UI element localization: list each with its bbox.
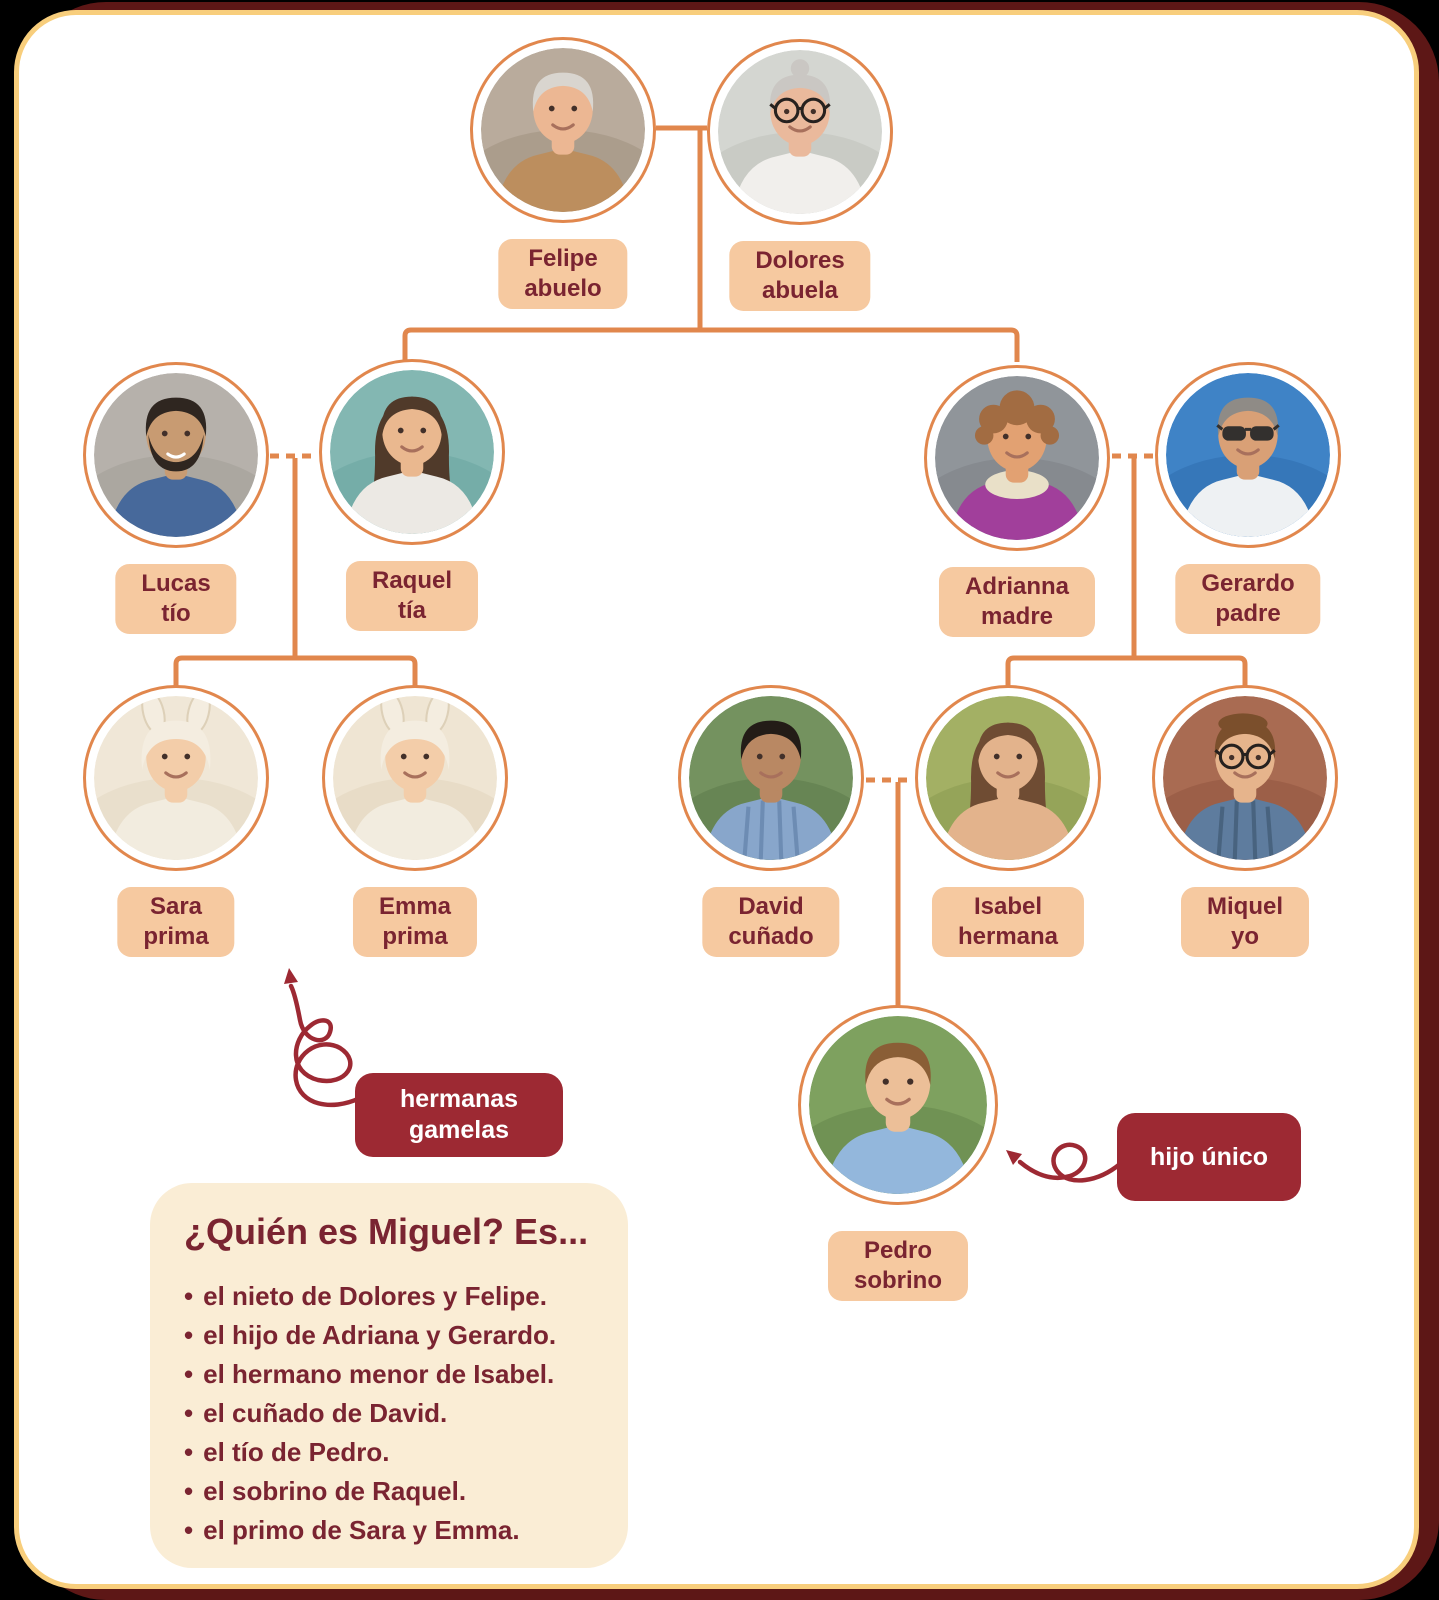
person-label-miquel: Miquel yo: [1181, 887, 1309, 957]
person-node-adrianna: [924, 365, 1110, 551]
question-bullet: •el nieto de Dolores y Felipe.: [184, 1281, 547, 1311]
connector-right-children-rail: [1005, 655, 1248, 690]
question-box: ¿Quién es Miguel? Es... •el nieto de Dol…: [150, 1183, 628, 1568]
avatar-isabel: [926, 696, 1090, 860]
person-relation: prima: [143, 923, 209, 950]
avatar-david: [689, 696, 853, 860]
only-child-curly-arrow: [1017, 1142, 1123, 1183]
person-relation: tío: [161, 600, 191, 627]
person-relation: sobrino: [854, 1267, 942, 1294]
avatar-felipe: [481, 48, 645, 212]
person-name: Miquel: [1207, 893, 1283, 920]
twins-arrowhead: [284, 968, 298, 984]
person-label-gerardo: Gerardo padre: [1175, 564, 1321, 634]
person-name: Dolores: [755, 247, 845, 274]
question-bullet: •el hermano menor de Isabel.: [184, 1359, 555, 1389]
person-relation: prima: [382, 923, 448, 950]
avatar-gerardo: [1166, 373, 1330, 537]
bullet-dot: •: [184, 1476, 194, 1506]
connector-left-children-rail: [173, 655, 418, 690]
person-label-isabel: Isabel hermana: [931, 887, 1085, 957]
question-bullet-list: •el nieto de Dolores y Felipe. •el hijo d…: [184, 1277, 594, 1550]
person-node-sara: [83, 685, 269, 871]
question-bullet: •el cuñado de David.: [184, 1398, 448, 1428]
person-label-dolores: Dolores abuela: [729, 241, 871, 311]
bullet-dot: •: [184, 1281, 194, 1311]
question-bullet: •el tío de Pedro.: [184, 1437, 390, 1467]
person-relation: madre: [980, 603, 1054, 630]
person-relation: tía: [397, 597, 427, 624]
person-label-emma: Emma prima: [352, 887, 478, 957]
bullet-dot: •: [184, 1437, 194, 1467]
person-node-david: [678, 685, 864, 871]
annotation-line: hermanas: [399, 1085, 519, 1113]
avatar-lucas: [94, 373, 258, 537]
person-label-felipe: Felipe abuelo: [498, 239, 628, 309]
person-name: Emma: [378, 893, 452, 920]
person-node-gerardo: [1155, 362, 1341, 548]
person-node-lucas: [83, 362, 269, 548]
only-child-arrowhead: [1006, 1150, 1022, 1165]
bullet-dot: •: [184, 1359, 194, 1389]
person-name: Felipe: [528, 245, 598, 272]
person-label-raquel: Raquel tía: [345, 561, 479, 631]
person-label-pedro: Pedro sobrino: [828, 1231, 968, 1301]
twins-curly-arrow: [288, 983, 363, 1108]
question-bullet: •el hijo de Adriana y Gerardo.: [184, 1320, 557, 1350]
person-node-emma: [322, 685, 508, 871]
avatar-adrianna: [935, 376, 1099, 540]
annotation-line: hijo único: [1149, 1142, 1269, 1171]
question-title: ¿Quién es Miguel? Es...: [184, 1211, 589, 1252]
person-label-david: David cuñado: [702, 887, 840, 957]
person-relation: abuelo: [524, 275, 602, 302]
person-node-raquel: [319, 359, 505, 545]
person-node-isabel: [915, 685, 1101, 871]
avatar-dolores: [718, 50, 882, 214]
person-node-dolores: [707, 39, 893, 225]
annotation-twin-sisters: hermanas gamelas: [355, 1073, 563, 1157]
question-bullet: •el sobrino de Raquel.: [184, 1476, 467, 1506]
person-name: Isabel: [973, 893, 1043, 920]
person-relation: padre: [1215, 600, 1281, 627]
person-name: David: [738, 893, 804, 920]
person-relation: yo: [1230, 923, 1259, 950]
person-name: Gerardo: [1201, 570, 1295, 597]
person-name: Raquel: [371, 567, 453, 594]
person-node-miquel: [1152, 685, 1338, 871]
person-name: Pedro: [863, 1237, 932, 1264]
question-bullet: •el primo de Sara y Emma.: [184, 1515, 520, 1545]
avatar-sara: [94, 696, 258, 860]
person-name: Sara: [149, 893, 203, 920]
bullet-dot: •: [184, 1515, 194, 1545]
bullet-dot: •: [184, 1320, 194, 1350]
person-relation: abuela: [761, 277, 839, 304]
annotation-only-child: hijo único: [1117, 1113, 1301, 1201]
person-name: Adrianna: [964, 573, 1070, 600]
avatar-raquel: [330, 370, 494, 534]
person-node-pedro: [798, 1005, 998, 1205]
avatar-emma: [333, 696, 497, 860]
connector-top-rail: [402, 327, 1020, 362]
person-name: Lucas: [141, 570, 211, 597]
avatar-miquel: [1163, 696, 1327, 860]
annotation-line: gamelas: [408, 1116, 510, 1144]
person-label-lucas: Lucas tío: [115, 564, 237, 634]
person-label-adrianna: Adrianna madre: [938, 567, 1096, 637]
person-relation: cuñado: [728, 923, 814, 950]
person-node-felipe: [470, 37, 656, 223]
avatar-pedro: [809, 1016, 987, 1194]
person-label-sara: Sara prima: [117, 887, 235, 957]
person-relation: hermana: [957, 923, 1059, 950]
bullet-dot: •: [184, 1398, 194, 1428]
